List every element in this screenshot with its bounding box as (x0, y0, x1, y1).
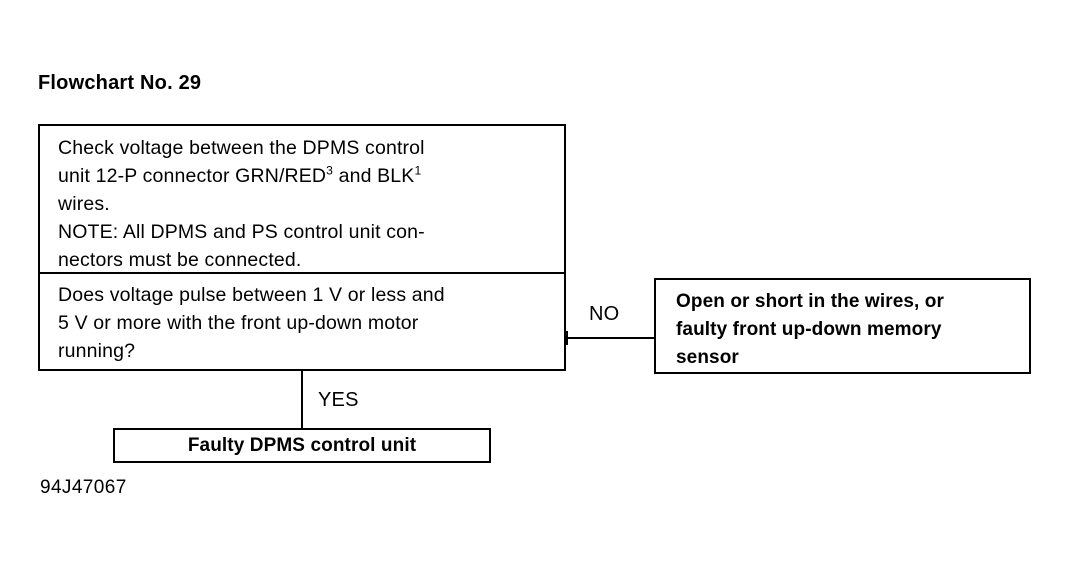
decision-step-text: Does voltage pulse between 1 V or less a… (58, 281, 550, 365)
check-step-line-3: wires. (58, 193, 110, 215)
check-step-line-4: NOTE: All DPMS and PS control unit con- (58, 221, 425, 243)
flowchart-node-decision-step: Does voltage pulse between 1 V or less a… (38, 274, 566, 371)
figure-code: 94J47067 (40, 477, 127, 498)
no-outcome-line-1: Open or short in the wires, or (676, 291, 944, 312)
check-step-line-5: nectors must be connected. (58, 249, 302, 271)
check-step-line-1: Check voltage between the DPMS control (58, 137, 425, 159)
no-outcome-line-3: sensor (676, 347, 739, 368)
decision-step-line-2: 5 V or more with the front up-down motor (58, 312, 419, 334)
check-step-text: Check voltage between the DPMS control u… (58, 134, 550, 274)
superscript-1: 1 (414, 163, 422, 178)
decision-step-line-3: running? (58, 340, 136, 362)
no-outcome-line-2: faulty front up-down memory (676, 319, 942, 340)
decision-step-line-1: Does voltage pulse between 1 V or less a… (58, 284, 445, 306)
yes-outcome-text: Faulty DPMS control unit (187, 435, 417, 456)
no-branch-connector (566, 337, 656, 339)
no-outcome-text: Open or short in the wires, or faulty fr… (676, 288, 1017, 372)
flowchart-node-no-outcome: Open or short in the wires, or faulty fr… (654, 278, 1031, 374)
flowchart-node-yes-outcome: Faulty DPMS control unit (113, 428, 491, 463)
yes-branch-connector (301, 371, 303, 429)
flowchart-node-check-step: Check voltage between the DPMS control u… (38, 124, 566, 275)
edge-label-no: NO (589, 303, 620, 325)
edge-label-yes: YES (318, 389, 359, 411)
check-step-line-2: unit 12-P connector GRN/RED3 and BLK1 (58, 163, 422, 187)
superscript-3: 3 (326, 163, 334, 178)
page-title: Flowchart No. 29 (38, 72, 202, 94)
